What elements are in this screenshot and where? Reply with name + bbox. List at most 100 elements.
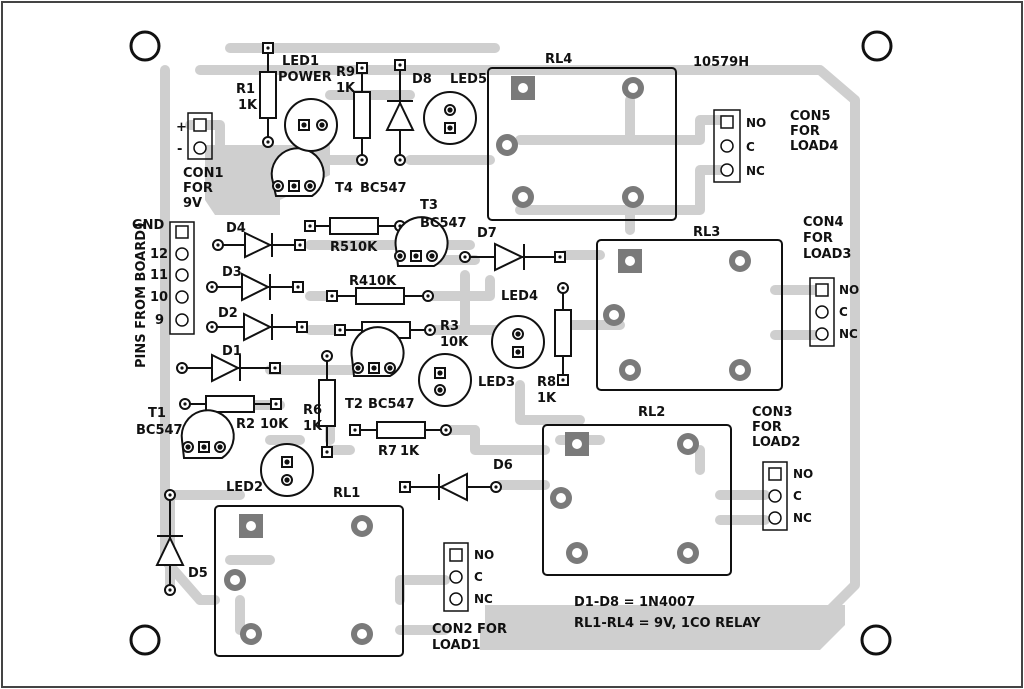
resistor-r4 [332, 287, 428, 305]
relay-rl1-body [214, 505, 404, 657]
r8-value: 1K [537, 391, 557, 406]
r7-name: R7 [378, 444, 397, 459]
board1-pin12: 12 [150, 247, 168, 262]
resistor-r5 [310, 217, 400, 235]
resistor-r9 [353, 68, 371, 160]
con2-line2: LOAD1 [432, 638, 480, 653]
connector-headers [169, 109, 835, 612]
transistor-t1 [180, 409, 235, 459]
t1-type: BC547 [136, 423, 183, 438]
r3-value: 10K [440, 335, 469, 350]
relay-rl4-label: RL4 [545, 52, 572, 67]
r1-value: 1K [238, 98, 258, 113]
d8-label: D8 [412, 72, 432, 87]
transistor-t2 [350, 326, 405, 377]
r2-value: 10K [260, 417, 289, 432]
diode-d2 [212, 312, 302, 342]
con4-no: NO [839, 283, 859, 297]
diode-d7 [465, 242, 560, 272]
t4-name: T4 [335, 181, 353, 196]
r7-value: 1K [400, 444, 420, 459]
note-relays: RL1-RL4 = 9V, 1CO RELAY [574, 616, 761, 631]
con4-nc: NC [839, 327, 858, 341]
r9-value: 1K [336, 81, 356, 96]
con2-nc: NC [474, 592, 493, 606]
con1-line1: CON1 [183, 166, 224, 181]
r5-value: 10K [349, 240, 378, 255]
board1-pin10: 10 [150, 290, 168, 305]
board1-gnd: GND [132, 218, 165, 233]
con3-line3: LOAD2 [752, 435, 800, 450]
note-diodes: D1-D8 = 1N4007 [574, 595, 695, 610]
mounting-holes [129, 30, 893, 656]
leds [260, 91, 545, 497]
mount-hole-br [860, 624, 892, 656]
con3-nc: NC [793, 511, 812, 525]
t3-type: BC547 [420, 216, 467, 231]
con5-no: NO [746, 116, 766, 130]
d5-label: D5 [188, 566, 208, 581]
resistor-r2 [185, 395, 276, 413]
relay-rl4-body [487, 67, 677, 221]
relay-rl1-label: RL1 [333, 486, 360, 501]
t3-name: T3 [420, 198, 438, 213]
d7-label: D7 [477, 226, 497, 241]
r1-name: R1 [236, 82, 255, 97]
mount-hole-tl [129, 30, 161, 62]
r3-name: R3 [440, 319, 459, 334]
relay-rl2-label: RL2 [638, 405, 665, 420]
con1-line2: FOR [183, 181, 213, 196]
resistor-r8 [554, 288, 572, 380]
con4-line2: FOR [803, 231, 833, 246]
led3-label: LED3 [478, 375, 515, 390]
con3-c: C [793, 489, 802, 503]
diode-d3 [212, 272, 298, 302]
resistor-r1 [259, 48, 277, 142]
transistor-t3 [394, 216, 449, 267]
board1-pin11: 11 [150, 268, 168, 283]
con4-line3: LOAD3 [803, 247, 851, 262]
t4-type: BC547 [360, 181, 407, 196]
d4-label: D4 [226, 221, 246, 236]
diode-d1 [182, 353, 275, 383]
mount-hole-bl [129, 624, 161, 656]
board1-title: PINS FROM BOARD1 [134, 221, 149, 368]
led1-label: LED1 [282, 54, 319, 69]
led4-label: LED4 [501, 289, 538, 304]
led-led3 [418, 353, 472, 407]
resistor-r7 [355, 421, 446, 439]
transistors [180, 147, 449, 459]
transistor-t4 [270, 147, 325, 197]
con3-no: NO [793, 467, 813, 481]
con4-line1: CON4 [803, 215, 844, 230]
con5-c: C [746, 140, 755, 154]
led-led1 [284, 98, 338, 152]
led-led5 [423, 91, 477, 145]
relay-outlines [214, 67, 783, 657]
t2-name: T2 [345, 397, 363, 412]
con5-nc: NC [746, 164, 765, 178]
con3-line2: FOR [752, 420, 782, 435]
board-code: 10579H [693, 55, 749, 70]
led-led2 [260, 443, 314, 497]
r4-name: R4 [349, 274, 368, 289]
con1-minus: - [177, 142, 182, 157]
led1-sub: POWER [278, 70, 332, 85]
led5-label: LED5 [450, 72, 487, 87]
r5-name: R5 [330, 240, 349, 255]
r9-name: R9 [336, 65, 355, 80]
con2-line1: CON2 FOR [432, 622, 507, 637]
r4-value: 10K [368, 274, 397, 289]
con3-line1: CON3 [752, 405, 793, 420]
d2-label: D2 [218, 306, 238, 321]
d1-label: D1 [222, 344, 242, 359]
diode-d4 [218, 231, 300, 259]
mount-hole-tr [861, 30, 893, 62]
t1-name: T1 [148, 406, 166, 421]
led2-label: LED2 [226, 480, 263, 495]
con1-line3: 9V [183, 196, 202, 211]
d3-label: D3 [222, 265, 242, 280]
r8-name: R8 [537, 375, 556, 390]
con4-c: C [839, 305, 848, 319]
